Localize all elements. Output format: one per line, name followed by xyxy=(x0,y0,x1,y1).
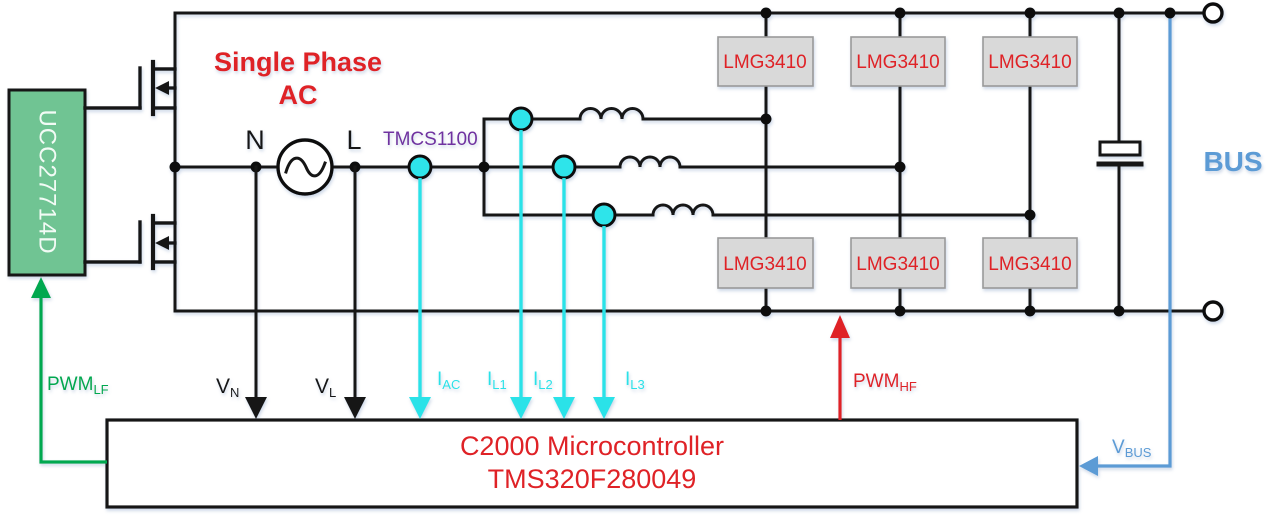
iac-signal xyxy=(409,178,431,419)
gan-block-top-2: LMG3410 xyxy=(850,36,946,87)
pwm-lf-path xyxy=(39,296,107,464)
gate-driver-block: UCC27714D xyxy=(7,88,87,277)
gan-block-bottom-1: LMG3410 xyxy=(717,237,814,289)
gan-blocks: LMG3410 LMG3410 LMG3410 LMG3410 LMG3410 … xyxy=(717,36,1078,289)
il3-signal xyxy=(593,226,615,419)
pwm-lf-signal xyxy=(31,277,107,464)
labels: Single Phase AC N L TMCS1100 BUS PWMLF V… xyxy=(47,47,1263,460)
current-sensor-iac xyxy=(407,154,433,180)
sine-wave-icon xyxy=(284,156,327,178)
ac-source-label-line2: AC xyxy=(279,80,318,110)
vn-signal xyxy=(245,165,267,419)
il2-signal xyxy=(553,178,575,419)
il2-arrowhead-icon xyxy=(553,397,575,419)
gan-block-bottom-2: LMG3410 xyxy=(850,237,946,289)
il3-arrowhead-icon xyxy=(593,397,615,419)
mosfet-arrow-icon xyxy=(155,81,169,95)
current-sensor-il3 xyxy=(591,202,617,228)
iac-arrowhead-icon xyxy=(409,397,431,419)
iac-label: IAC xyxy=(437,369,460,392)
pwm-hf-label: PWMHF xyxy=(853,371,917,394)
vn-arrowhead-icon xyxy=(245,397,267,419)
gan-block-label: LMG3410 xyxy=(856,254,939,275)
vbus-arrowhead-icon xyxy=(1079,456,1098,476)
gan-block-top-3: LMG3410 xyxy=(982,36,1078,87)
il3-label: IL3 xyxy=(625,369,645,392)
mosfet-arrow-icon xyxy=(155,236,169,250)
ac-source-label-line1: Single Phase xyxy=(214,47,382,77)
high-side-mosfet xyxy=(83,59,177,117)
bus-label: BUS xyxy=(1203,146,1262,177)
pwm-hf-arrowhead-icon xyxy=(830,315,850,338)
il1-signal xyxy=(510,130,532,419)
il1-arrowhead-icon xyxy=(510,397,532,419)
bus-negative-terminal xyxy=(1202,300,1224,322)
mcu-title: C2000 Microcontroller xyxy=(460,431,724,461)
gan-block-label: LMG3410 xyxy=(723,254,806,275)
gan-block-label: LMG3410 xyxy=(988,254,1071,275)
inductor-l1 xyxy=(578,107,645,121)
inductor-l2 xyxy=(618,155,682,169)
bus-positive-terminal xyxy=(1202,2,1224,24)
il2-label: IL2 xyxy=(533,369,553,392)
mcu-part-number: TMS320F280049 xyxy=(488,464,697,494)
il1-label: IL1 xyxy=(487,369,507,392)
line-label: L xyxy=(346,125,361,155)
top-bus-rail xyxy=(173,11,1206,313)
low-side-mosfet xyxy=(83,213,177,271)
capacitor-top-plate xyxy=(1098,140,1142,157)
pwm-hf-signal xyxy=(830,315,850,420)
gan-block-bottom-3: LMG3410 xyxy=(982,237,1078,289)
gate-driver-label: UCC27714D xyxy=(34,109,61,254)
junction-dots xyxy=(169,7,1176,317)
dc-link-capacitor xyxy=(1096,11,1144,313)
neutral-label: N xyxy=(245,125,265,155)
gan-block-label: LMG3410 xyxy=(723,52,806,73)
current-sensor-il2 xyxy=(551,154,577,180)
vl-signal xyxy=(344,165,366,419)
bus-terminals xyxy=(1202,2,1224,322)
current-sensor-il1 xyxy=(508,106,534,132)
gan-block-label: LMG3410 xyxy=(988,52,1071,73)
vbus-label: VBUS xyxy=(1112,437,1152,460)
vn-label: VN xyxy=(216,375,239,400)
boost-inductors xyxy=(578,107,715,217)
current-sensor-label: TMCS1100 xyxy=(383,129,478,150)
vl-arrowhead-icon xyxy=(344,397,366,419)
vbus-sense-line xyxy=(1079,13,1172,476)
vbus-sense-path xyxy=(1098,13,1172,468)
pwm-lf-arrowhead-icon xyxy=(31,277,51,298)
gan-block-label: LMG3410 xyxy=(856,52,939,73)
mcu-block: C2000 Microcontroller TMS320F280049 xyxy=(105,418,1079,509)
pwm-lf-label: PWMLF xyxy=(47,374,109,397)
vl-label: VL xyxy=(315,375,336,400)
gan-block-top-1: LMG3410 xyxy=(717,36,814,87)
ac-source xyxy=(276,138,334,196)
inductor-l3 xyxy=(651,203,715,217)
